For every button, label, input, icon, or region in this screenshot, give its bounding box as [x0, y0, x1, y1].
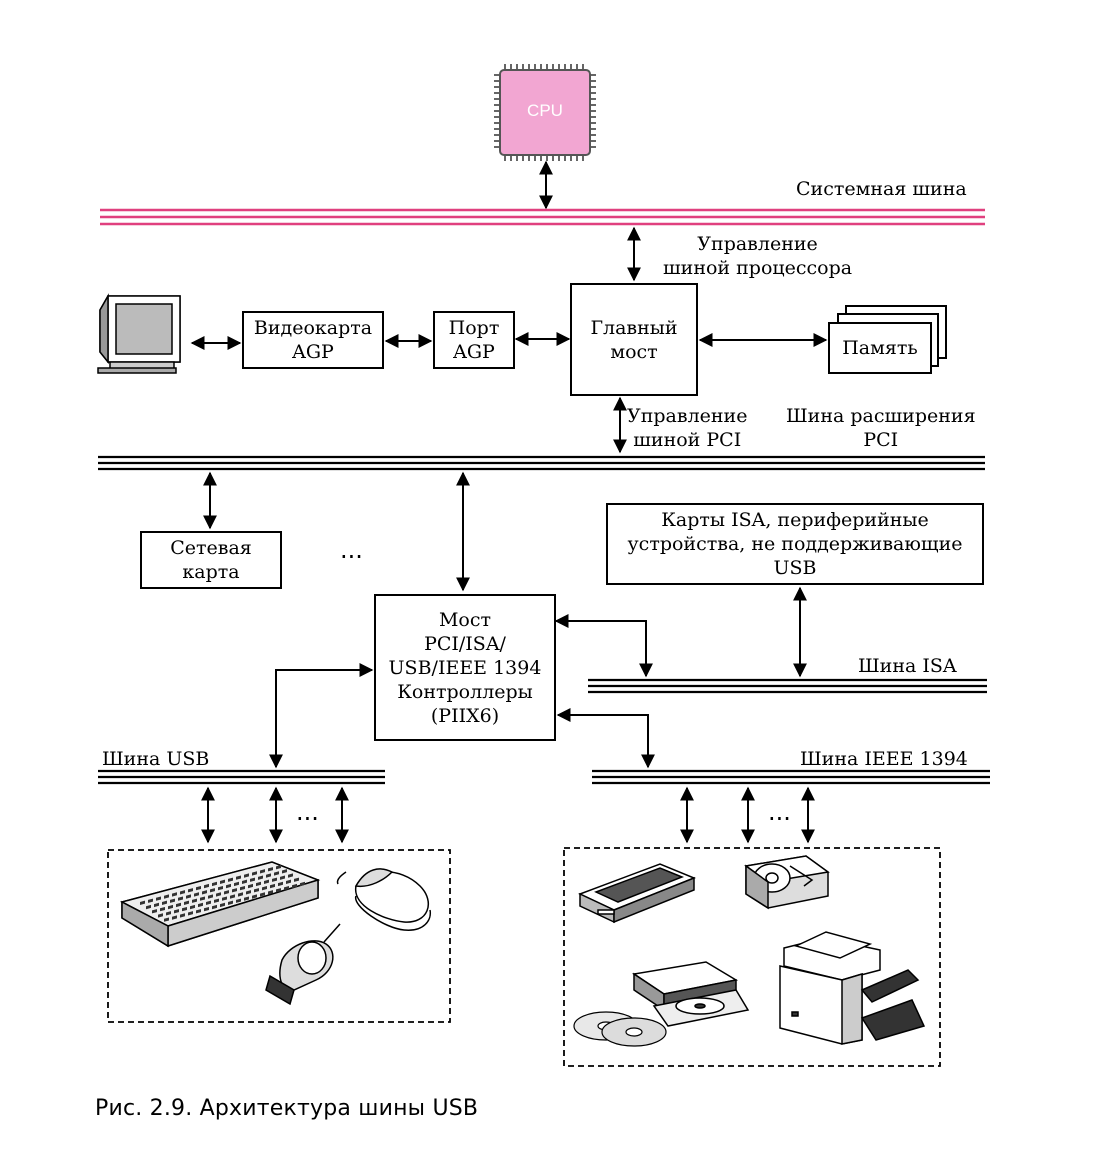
isa-cards-label: Карты ISA, периферийные устройства, не п… — [627, 509, 963, 579]
cd-discs-icon — [573, 1011, 667, 1047]
system-bus — [100, 208, 985, 226]
cdrom-icon — [632, 961, 750, 1027]
cpu-label: CPU — [527, 101, 563, 120]
pci-bus — [98, 455, 985, 471]
south-bridge-box: Мост PCI/ISA/ USB/IEEE 1394 Контроллеры … — [374, 594, 556, 741]
southbridge-ieee-link — [556, 708, 655, 769]
ieee1394-bus-label: Шина IEEE 1394 — [800, 748, 968, 770]
ieee-devices-group — [563, 847, 941, 1067]
memory-box: Память — [828, 322, 932, 374]
printer-icon — [779, 931, 926, 1045]
network-card-label: Сетевая карта — [170, 537, 252, 583]
cpu-bus-control-label: Управление шиной процессора — [663, 233, 853, 279]
hard-disk-icon — [744, 855, 830, 910]
cpu-body — [499, 69, 591, 156]
pci-bus-control-label: Управление шиной PCI — [627, 405, 748, 451]
network-card-box: Сетевая карта — [140, 531, 282, 589]
card-reader-icon — [265, 923, 341, 1006]
north-bridge-box: Главный мост — [570, 283, 698, 396]
agp-port-label: Порт AGP — [448, 317, 500, 363]
south-bridge-label: Мост PCI/ISA/ USB/IEEE 1394 Контроллеры … — [388, 608, 542, 727]
keyboard-icon — [119, 861, 321, 948]
usb-bus — [98, 769, 385, 785]
isa-bus-label: Шина ISA — [858, 655, 957, 677]
usb-more-devices-ellipsis: ... — [296, 798, 319, 826]
ieee-more-devices-ellipsis: ... — [768, 798, 791, 826]
agp-port-box: Порт AGP — [433, 311, 515, 369]
isa-cards-box: Карты ISA, периферийные устройства, не п… — [606, 503, 984, 585]
scanner-icon — [578, 863, 696, 924]
southbridge-isa-link — [554, 614, 653, 678]
pci-more-devices-ellipsis: ... — [340, 536, 363, 564]
usb-bus-label: Шина USB — [102, 748, 210, 770]
pci-expansion-bus-label: Шина расширения PCI — [786, 405, 976, 451]
usb-devices-group — [107, 849, 451, 1023]
memory-label: Память — [842, 337, 918, 359]
ieee1394-bus — [592, 769, 990, 785]
figure-caption: Рис. 2.9. Архитектура шины USB — [95, 1096, 479, 1121]
north-bridge-label: Главный мост — [590, 316, 678, 363]
mouse-icon — [336, 868, 432, 931]
cpu-chip: CPU — [494, 64, 596, 161]
video-card-label: Видеокарта AGP — [253, 317, 373, 363]
monitor-icon — [97, 293, 181, 374]
southbridge-usb-link — [269, 663, 374, 769]
isa-bus — [588, 678, 987, 694]
video-card-box: Видеокарта AGP — [242, 311, 384, 369]
system-bus-label: Системная шина — [796, 178, 967, 200]
